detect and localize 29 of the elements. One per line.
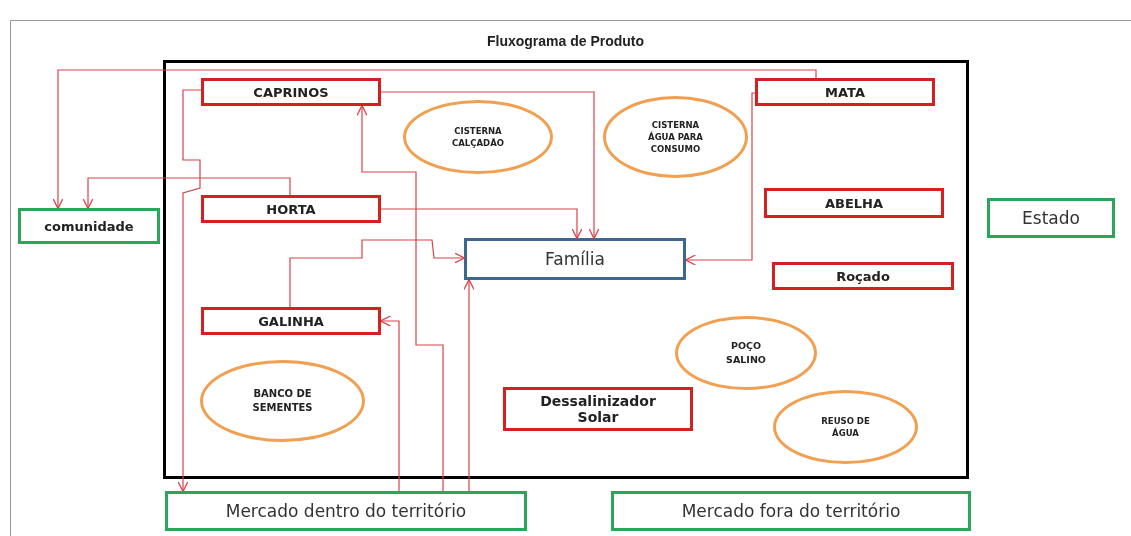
arrow bbox=[82, 177, 291, 210]
arrow bbox=[289, 239, 466, 308]
arrow bbox=[684, 92, 756, 266]
arrow bbox=[177, 89, 202, 493]
process-box: ABELHA bbox=[764, 188, 944, 218]
resource-ellipse: REUSO DE ÁGUA bbox=[773, 390, 918, 464]
arrow bbox=[356, 104, 444, 492]
market-box: Mercado dentro do território bbox=[165, 491, 527, 531]
resource-ellipse: CISTERNA ÁGUA PARA CONSUMO bbox=[603, 96, 748, 178]
actor-box: comunidade bbox=[18, 208, 160, 244]
outer-frame bbox=[163, 60, 969, 479]
market-box: Mercado fora do território bbox=[611, 491, 971, 531]
actor-box: Estado bbox=[987, 198, 1115, 238]
resource-ellipse: BANCO DE SEMENTES bbox=[200, 360, 365, 442]
arrow bbox=[463, 278, 475, 492]
process-box: CAPRINOS bbox=[201, 78, 381, 106]
central-box: Família bbox=[464, 238, 686, 280]
arrow bbox=[52, 69, 817, 210]
arrow bbox=[379, 315, 400, 492]
arrow bbox=[380, 91, 600, 240]
diagram-title: Fluxograma de Produto bbox=[486, 33, 645, 49]
process-box: Dessalinizador Solar bbox=[503, 387, 693, 431]
process-box: Roçado bbox=[772, 262, 954, 290]
process-box: HORTA bbox=[201, 195, 381, 223]
process-box: GALINHA bbox=[201, 307, 381, 335]
arrow bbox=[380, 208, 583, 240]
resource-ellipse: CISTERNA CALÇADÃO bbox=[403, 100, 553, 174]
resource-ellipse: POÇO SALINO bbox=[675, 316, 817, 390]
process-box: MATA bbox=[755, 78, 935, 106]
